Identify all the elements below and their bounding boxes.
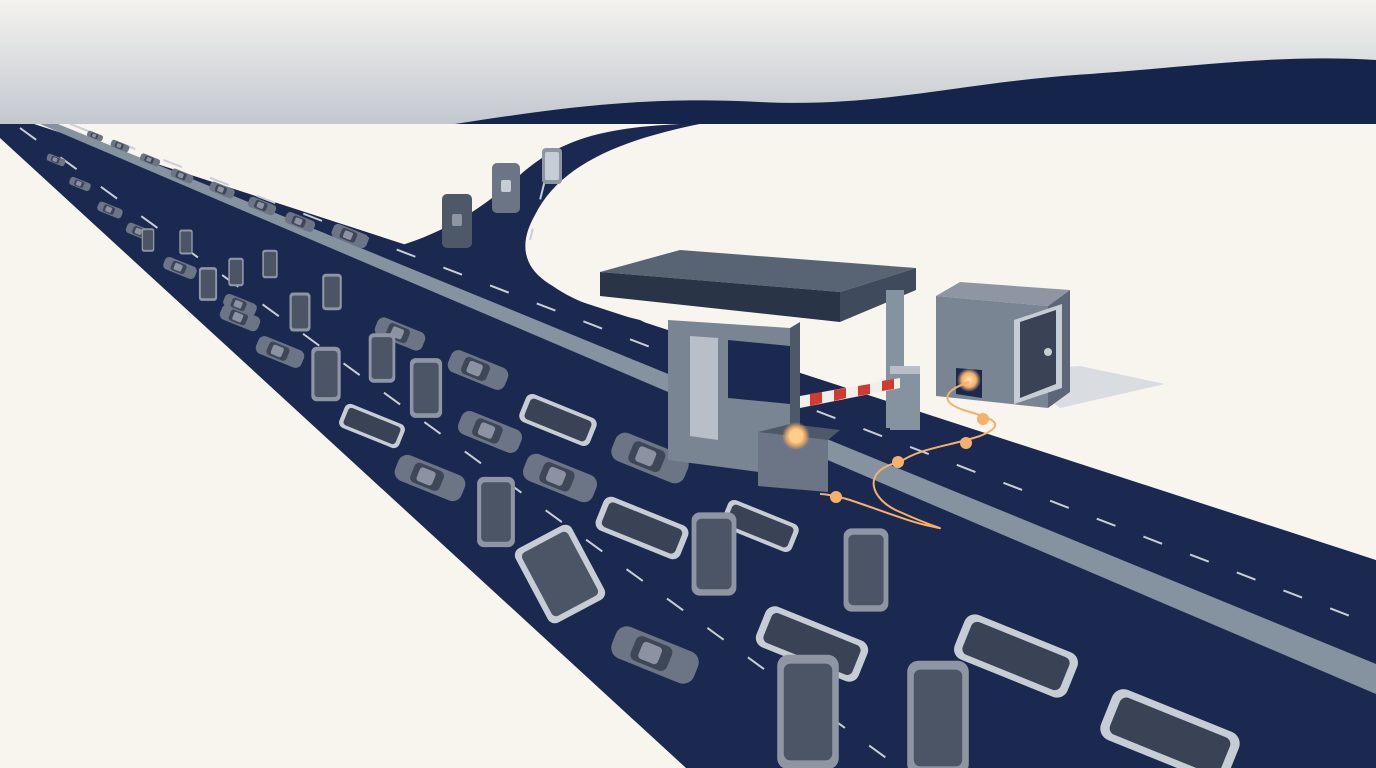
canopy-top: [600, 250, 916, 292]
vault-handle-icon: [1044, 348, 1052, 356]
side-road-phones: [442, 148, 562, 248]
phone-upright: [198, 267, 218, 301]
distant-hills: [455, 58, 1376, 124]
vault: [936, 282, 1165, 408]
coin-node: [892, 456, 904, 468]
canopy-side: [840, 268, 916, 322]
phone-chip: [452, 214, 462, 226]
booth-window: [690, 336, 718, 440]
barrier-arm: [800, 378, 900, 408]
phone-upright: [262, 249, 278, 279]
coin-trail: [819, 381, 997, 530]
vault-coin-glow: [957, 368, 981, 392]
barrier-gate: [800, 366, 920, 430]
vault-door-inner: [1020, 310, 1056, 398]
phone-tilted-screen: [521, 531, 599, 617]
coin-path: [819, 381, 997, 530]
barrier-post-top: [890, 366, 920, 374]
phone-upright: [311, 346, 341, 402]
phone-upright: [368, 333, 396, 383]
vault-top: [936, 282, 1070, 306]
lane-markings: [19, 123, 1376, 768]
phone-upright: [409, 358, 443, 418]
phone-chip: [501, 180, 511, 192]
coin-node: [977, 413, 989, 425]
booth-opening: [728, 340, 790, 404]
phone-screen: [545, 152, 559, 180]
phone-upright: [289, 292, 311, 332]
phone-upright: [228, 257, 244, 287]
coin: [789, 429, 803, 443]
phone-upright: [179, 229, 193, 255]
phone-upright: [322, 273, 342, 311]
barrier-stripes: [810, 379, 894, 406]
coin-box: [758, 432, 828, 492]
phone-traffic: [141, 228, 1244, 768]
phone-upright: [777, 654, 839, 768]
coin-node: [830, 491, 842, 503]
phone-upright: [907, 660, 969, 768]
canopy-front: [600, 272, 840, 322]
phone-upright: [843, 528, 889, 612]
phone-upright: [141, 228, 155, 252]
phone-upright: [477, 476, 515, 548]
phone-upright: [691, 512, 737, 596]
coin-node: [960, 437, 972, 449]
